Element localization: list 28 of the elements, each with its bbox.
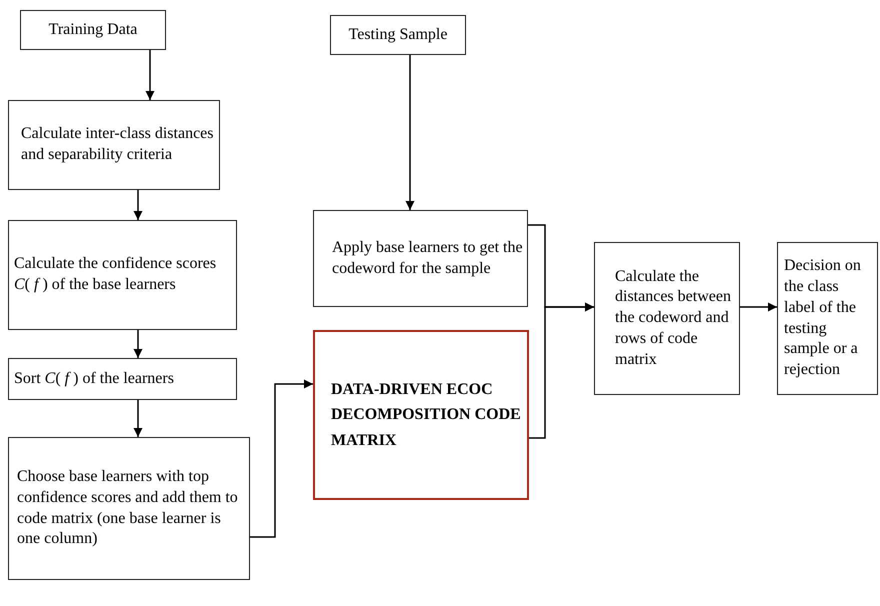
arrow [250, 380, 313, 538]
arrow [134, 400, 142, 437]
box-text: Apply base learners to get the codeword for the sample [332, 238, 523, 278]
box-text: Training Data [48, 20, 138, 40]
box-text: Calculate the distances between the codeword and rows of code matrix [615, 266, 732, 370]
arrow [529, 302, 594, 439]
arrow [406, 55, 414, 210]
box-text: Testing Sample [348, 24, 448, 45]
process-box [594, 242, 740, 395]
box-text: Calculate inter-class distances and separability criteria [21, 124, 214, 165]
process-box [8, 220, 237, 330]
process-box [8, 358, 237, 400]
arrow [146, 50, 154, 100]
arrow [134, 330, 142, 358]
box-text: Decision on the class label of the testing sample or a rejection [784, 256, 862, 380]
box-text: Choose base learners with top confidence scores and add them to code matrix (one base learner is one column) [17, 466, 239, 550]
process-box [8, 100, 220, 190]
process-box [330, 15, 466, 55]
arrow [740, 302, 777, 312]
box-text: Calculate the confidence scores C( f ) of the base learners [14, 254, 218, 295]
box-text: Sort C( f ) of the learners [14, 368, 174, 389]
process-box [777, 242, 878, 395]
arrow [134, 190, 142, 220]
process-box [20, 10, 166, 50]
highlighted-box [313, 330, 529, 500]
box-heading: DATA-DRIVEN ECOC DECOMPOSITION CODE MATRIX [331, 380, 522, 451]
process-box [8, 437, 250, 580]
process-box [313, 210, 528, 307]
